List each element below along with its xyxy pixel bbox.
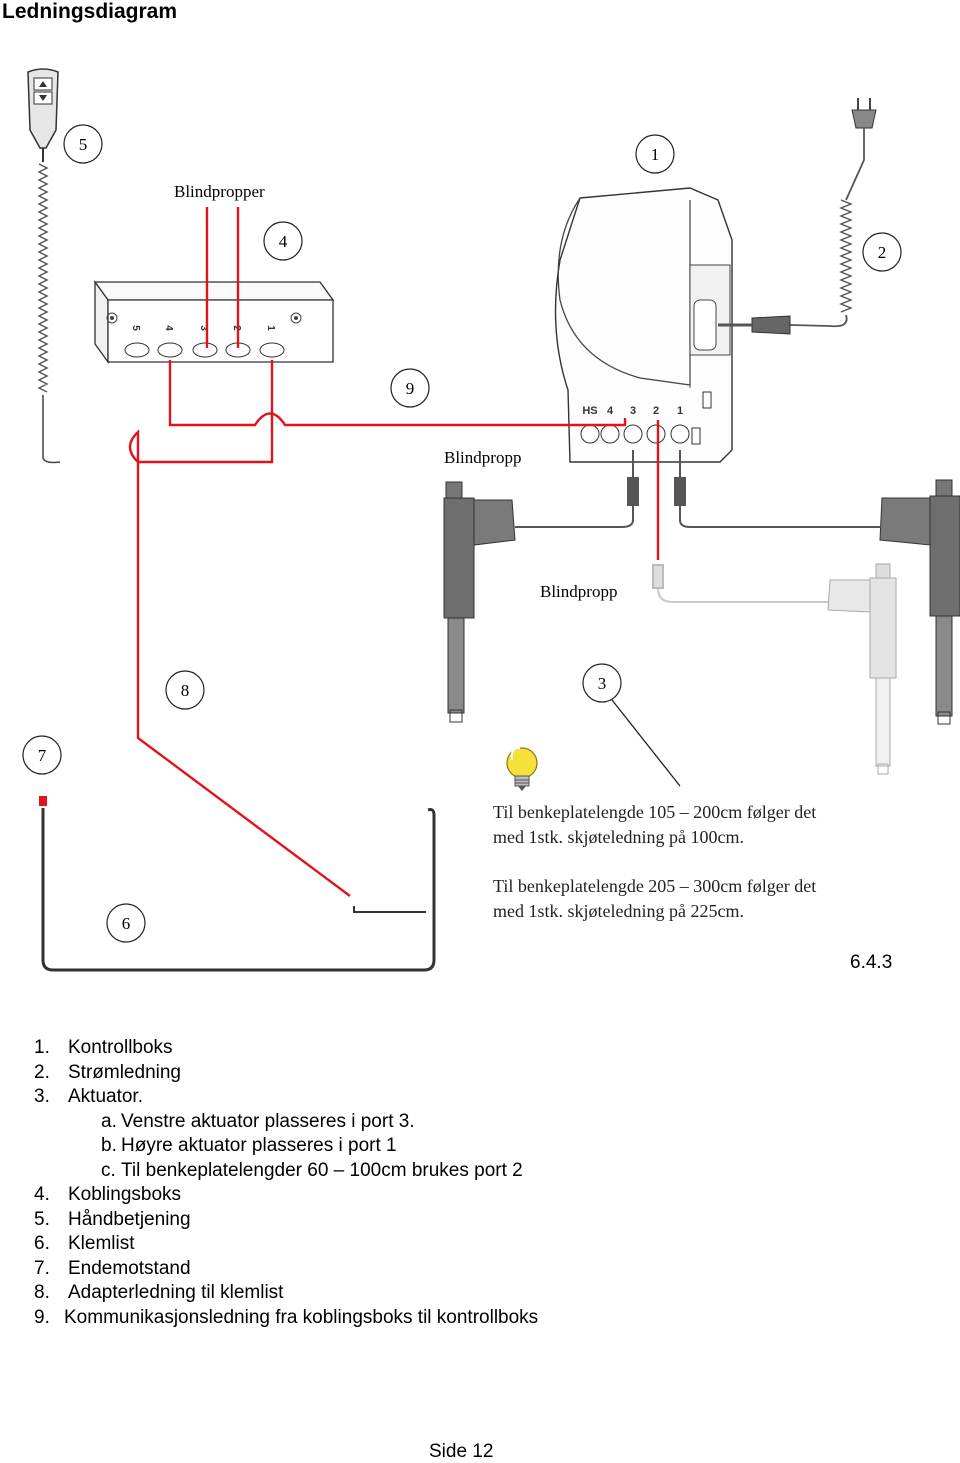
- clamp-list: [41, 808, 436, 972]
- lightbulb-icon: [506, 747, 538, 791]
- callout-3-leader: [611, 699, 681, 787]
- legend-subitem: c.Til benkeplatelengder 60 – 100cm bruke…: [101, 1159, 523, 1181]
- svg-text:9: 9: [406, 379, 415, 398]
- legend-item: 1.Kontrollboks: [34, 1037, 173, 1058]
- svg-text:5: 5: [79, 135, 88, 154]
- legend-item: 3.Aktuator.: [34, 1086, 143, 1107]
- control-box-port-label: 4: [607, 405, 614, 417]
- page-title: Ledningsdiagram: [2, 0, 178, 23]
- svg-text:4: 4: [279, 232, 288, 251]
- legend-subitem: b.Høyre aktuator plasseres i port 1: [101, 1135, 397, 1156]
- junction-port-label: 1: [265, 325, 276, 331]
- label-blindpropper: Blindpropper: [174, 182, 265, 201]
- junction-port-label: 4: [163, 325, 174, 331]
- callout-6: 6: [106, 903, 146, 943]
- legend-item: 9.Kommunikasjonsledning fra koblingsboks…: [34, 1306, 539, 1328]
- hand-control: [27, 68, 61, 464]
- page-footer: Side 12: [429, 1441, 494, 1462]
- junction-port-label: 5: [130, 325, 141, 331]
- label-blindpropp-1: Blindpropp: [444, 448, 521, 467]
- note-extension-100: Til benkeplatelengde 105 – 200cm følger …: [493, 802, 817, 847]
- junction-port: [157, 342, 183, 358]
- svg-text:6: 6: [122, 914, 131, 933]
- callout-9: 9: [390, 368, 430, 408]
- callout-1: 1: [635, 134, 675, 174]
- actuator-right: [879, 479, 960, 725]
- wiring-diagram: 5 4 3 2 1 HS 4 3 2 1: [22, 68, 960, 972]
- junction-port-label: 3: [198, 325, 209, 331]
- legend-item: 8.Adapterledning til klemlist: [34, 1282, 284, 1303]
- control-box-port-label: 3: [630, 405, 636, 417]
- control-box-port-label: 1: [677, 405, 683, 417]
- actuator-left: [443, 481, 516, 723]
- svg-text:8: 8: [181, 681, 190, 700]
- section-number: 6.4.3: [850, 952, 893, 973]
- control-box-port-label: 2: [653, 405, 659, 417]
- junction-box: 5 4 3 2 1: [93, 279, 335, 365]
- junction-port: [259, 342, 285, 358]
- control-box: HS 4 3 2 1: [554, 187, 733, 463]
- legend-item: 5.Håndbetjening: [34, 1208, 191, 1230]
- control-box-port: [670, 424, 690, 444]
- svg-text:3: 3: [598, 674, 607, 693]
- control-box-port: [600, 424, 620, 444]
- callout-2: 2: [862, 232, 902, 272]
- note-extension-225: Til benkeplatelengde 205 – 300cm følger …: [493, 876, 817, 921]
- control-box-port-label: HS: [582, 405, 597, 417]
- control-box-port: [580, 424, 600, 444]
- control-box-port: [623, 424, 643, 444]
- legend-item: 6.Klemlist: [34, 1233, 135, 1254]
- svg-text:1: 1: [651, 145, 660, 164]
- junction-port: [124, 342, 150, 358]
- legend-item: 4.Koblingsboks: [34, 1184, 182, 1205]
- label-blindpropp-2: Blindpropp: [540, 582, 617, 601]
- callout-3: 3: [582, 663, 622, 703]
- svg-text:2: 2: [878, 243, 887, 262]
- legend-item: 7.Endemotstand: [34, 1257, 191, 1279]
- power-cord: [718, 98, 877, 335]
- end-resistor: [39, 796, 47, 806]
- control-box-port: [646, 424, 666, 444]
- junction-port: [192, 342, 218, 358]
- callout-5: 5: [63, 124, 103, 164]
- legend-subitem: a.Venstre aktuator plasseres i port 3.: [101, 1110, 415, 1132]
- component-legend: 1.Kontrollboks 2.Strømledning 3.Aktuator…: [34, 1036, 538, 1330]
- callout-7: 7: [22, 735, 62, 775]
- callout-8: 8: [165, 670, 205, 710]
- svg-text:7: 7: [38, 746, 47, 765]
- actuator-middle: [827, 563, 897, 775]
- callout-4: 4: [263, 221, 303, 261]
- red-wiring: [128, 207, 660, 897]
- legend-item: 2.Strømledning: [34, 1061, 181, 1083]
- junction-port-label: 2: [231, 325, 242, 331]
- actuator-cables: [515, 450, 880, 603]
